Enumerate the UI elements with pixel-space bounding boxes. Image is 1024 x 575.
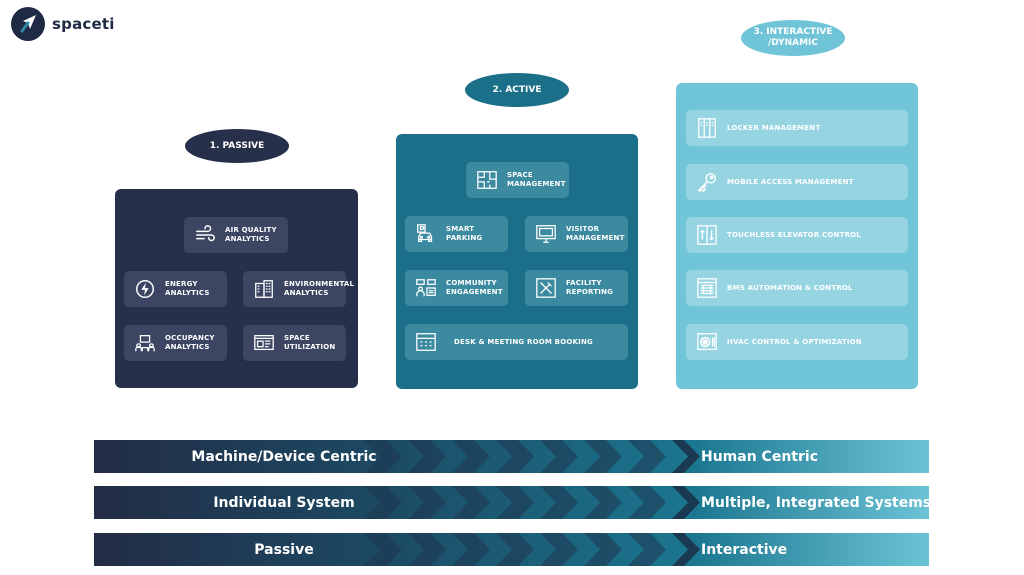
tile-label: LOCKER MANAGEMENT bbox=[727, 123, 821, 132]
band-to-label: Multiple, Integrated Systems bbox=[701, 494, 929, 511]
band-from-label: Individual System bbox=[213, 494, 355, 511]
band-machine-to-human: Machine/Device Centric Human Centric bbox=[94, 440, 929, 473]
occupancy-icon bbox=[133, 331, 157, 355]
tile-label: ENERGY ANALYTICS bbox=[165, 280, 210, 297]
band-individual-to-integrated: Individual System Multiple, Integrated S… bbox=[94, 486, 929, 519]
tile-label: DESK & MEETING ROOM BOOKING bbox=[454, 337, 593, 346]
car-icon bbox=[414, 222, 438, 246]
spaceti-logo-icon bbox=[11, 7, 45, 41]
band-to-label: Human Centric bbox=[701, 448, 818, 465]
tile-occupancy-analytics[interactable]: OCCUPANCY ANALYTICS bbox=[124, 325, 227, 361]
monitor-icon bbox=[534, 222, 558, 246]
tile-label: AIR QUALITY ANALYTICS bbox=[225, 226, 277, 243]
tile-label: SMART PARKING bbox=[446, 225, 483, 242]
tile-community-engagement[interactable]: COMMUNITY ENGAGEMENT bbox=[405, 270, 508, 306]
elevator-icon bbox=[695, 223, 719, 247]
tile-hvac-control-optimization[interactable]: HVAC CONTROL & OPTIMIZATION bbox=[686, 324, 908, 360]
tile-label: TOUCHLESS ELEVATOR CONTROL bbox=[727, 230, 861, 239]
tile-space-management[interactable]: SPACE MANAGEMENT bbox=[466, 162, 569, 198]
tile-label: SPACE MANAGEMENT bbox=[507, 171, 566, 188]
tile-facility-reporting[interactable]: FACILITY REPORTING bbox=[525, 270, 628, 306]
passive-panel: AIR QUALITY ANALYTICS ENERGY ANALYTICS E… bbox=[115, 189, 358, 388]
calendar-icon bbox=[414, 330, 438, 354]
tile-locker-management[interactable]: LOCKER MANAGEMENT bbox=[686, 110, 908, 146]
wind-icon bbox=[193, 223, 217, 247]
brand-name: spaceti bbox=[52, 15, 115, 33]
tile-environmental-analytics[interactable]: ENVIRONMENTAL ANALYTICS bbox=[243, 271, 354, 307]
tile-desk-meeting-room-booking[interactable]: DESK & MEETING ROOM BOOKING bbox=[405, 324, 628, 360]
tile-label: HVAC CONTROL & OPTIMIZATION bbox=[727, 337, 862, 346]
stage-title-passive: 1. PASSIVE bbox=[185, 129, 289, 163]
bms-panel-icon bbox=[695, 276, 719, 300]
stage-title-interactive: 3. INTERACTIVE /DYNAMIC bbox=[741, 20, 845, 56]
building-icon bbox=[252, 277, 276, 301]
band-to-label: Interactive bbox=[701, 541, 788, 558]
tile-energy-analytics[interactable]: ENERGY ANALYTICS bbox=[124, 271, 227, 307]
brand-logo: spaceti bbox=[10, 6, 115, 42]
tile-label: BMS AUTOMATION & CONTROL bbox=[727, 283, 853, 292]
tile-label: ENVIRONMENTAL ANALYTICS bbox=[284, 280, 355, 297]
band-from-label: Passive bbox=[254, 541, 314, 558]
tile-space-utilization[interactable]: SPACE UTILIZATION bbox=[243, 325, 346, 361]
tile-touchless-elevator-control[interactable]: TOUCHLESS ELEVATOR CONTROL bbox=[686, 217, 908, 253]
community-icon bbox=[414, 276, 438, 300]
tile-label: OCCUPANCY ANALYTICS bbox=[165, 334, 215, 351]
tile-label: SPACE UTILIZATION bbox=[284, 334, 336, 351]
tile-visitor-management[interactable]: VISITOR MANAGEMENT bbox=[525, 216, 628, 252]
tile-air-quality-analytics[interactable]: AIR QUALITY ANALYTICS bbox=[184, 217, 288, 253]
tile-bms-automation-control[interactable]: BMS AUTOMATION & CONTROL bbox=[686, 270, 908, 306]
stage-title-active: 2. ACTIVE bbox=[465, 73, 569, 107]
tile-mobile-access-management[interactable]: MOBILE ACCESS MANAGEMENT bbox=[686, 164, 908, 200]
band-passive-to-interactive: Passive Interactive bbox=[94, 533, 929, 566]
dashboard-icon bbox=[252, 331, 276, 355]
energy-icon bbox=[133, 277, 157, 301]
floorplan-icon bbox=[475, 168, 499, 192]
locker-icon bbox=[695, 116, 719, 140]
tile-label: COMMUNITY ENGAGEMENT bbox=[446, 279, 503, 296]
hvac-icon bbox=[695, 330, 719, 354]
active-panel: SPACE MANAGEMENT SMART PARKING VISITOR M… bbox=[396, 134, 638, 389]
tile-label: VISITOR MANAGEMENT bbox=[566, 225, 625, 242]
band-from-label: Machine/Device Centric bbox=[191, 448, 377, 465]
key-icon bbox=[695, 170, 719, 194]
tile-smart-parking[interactable]: SMART PARKING bbox=[405, 216, 508, 252]
tools-icon bbox=[534, 276, 558, 300]
tile-label: FACILITY REPORTING bbox=[566, 279, 614, 296]
tile-label: MOBILE ACCESS MANAGEMENT bbox=[727, 177, 854, 186]
interactive-panel: LOCKER MANAGEMENT MOBILE ACCESS MANAGEME… bbox=[676, 83, 918, 389]
